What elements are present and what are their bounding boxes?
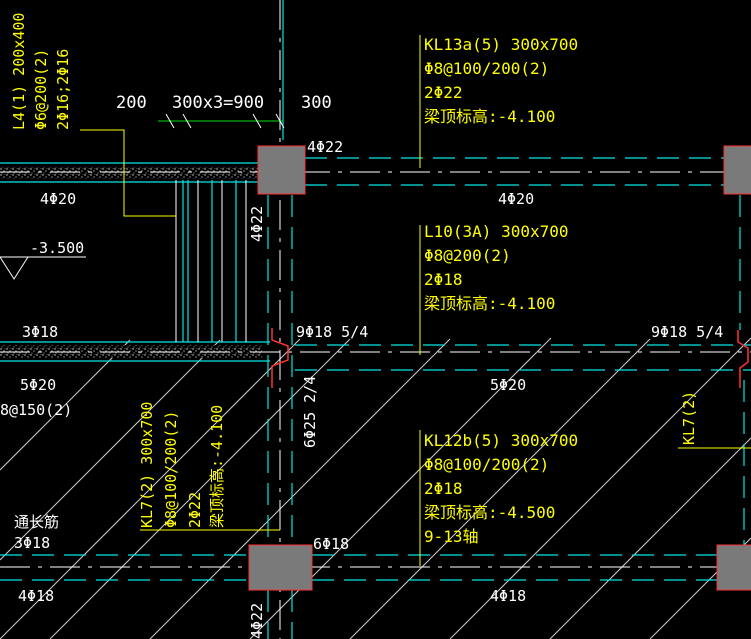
label-top-4d22: 4Φ22 [307,138,343,156]
columns [248,145,751,591]
l4-line1: L4(1) 200x400 [10,13,28,130]
label-through-bar: 通长筋 [14,513,59,531]
label-bot-mid-4d18: 4Φ18 [490,587,526,605]
kl7-left-line3: 2Φ22 [186,492,204,528]
kl12b-line3: 2Φ18 [424,479,463,498]
column-top [257,145,306,195]
label-bot-left-4d18: 4Φ18 [18,587,54,605]
break-markers [271,328,749,388]
kl13a-line2: Φ8@100/200(2) [424,59,549,78]
elevation-marker [0,256,86,280]
beam-label-kl12b: KL12b(5) 300x700 Φ8@100/200(2) 2Φ18 梁顶标高… [424,431,578,546]
dimension-labels: 200 300x3=900 300 [116,93,332,113]
beam-label-l4: L4(1) 200x400 Φ6@200(2) 2Φ16;2Φ16 [10,13,72,130]
dim-200: 200 [116,93,147,113]
l10-line1: L10(3A) 300x700 [424,222,569,241]
l10-line2: Φ8@200(2) [424,246,511,265]
kl12b-line1: KL12b(5) 300x700 [424,431,578,450]
slab-diagonal-hatch [0,337,751,639]
l4-line2: Φ6@200(2) [32,49,50,130]
label-vert-4d22: 4Φ22 [248,206,266,242]
label-mid-4d20: 4Φ20 [498,190,534,208]
label-left-3d18: 3Φ18 [22,323,58,341]
label-bot-6d18: 6Φ18 [313,535,349,553]
label-through-3d18: 3Φ18 [14,534,50,552]
label-left-4d20: 4Φ20 [40,190,76,208]
label-elevation: -3.500 [30,239,84,257]
dimension-line [158,113,285,129]
kl12b-line5: 9-13轴 [424,527,479,546]
leader-lines [80,35,751,566]
l10-line4: 梁顶标高:-4.100 [424,294,555,313]
label-left-5d20: 5Φ20 [20,376,56,394]
rebar-labels: 4Φ22 4Φ20 4Φ20 4Φ22 -3.500 3Φ18 9Φ18 5/4… [0,138,723,639]
beam-label-l10: L10(3A) 300x700 Φ8@200(2) 2Φ18 梁顶标高:-4.1… [424,222,569,313]
label-vert-6d25: 6Φ25 2/4 [301,376,319,448]
l10-line3: 2Φ18 [424,270,463,289]
l4-line3: 2Φ16;2Φ16 [54,49,72,130]
kl13a-line4: 梁顶标高:-4.100 [424,107,555,126]
kl12b-line2: Φ8@100/200(2) [424,455,549,474]
beam-label-kl13a: KL13a(5) 300x700 Φ8@100/200(2) 2Φ22 梁顶标高… [424,35,578,126]
beam-hatch-strip-top [0,167,258,179]
label-mid-9d18: 9Φ18 5/4 [296,323,368,341]
label-left-stirrup: 8@150(2) [0,401,72,419]
dim-900: 300x3=900 [172,93,264,113]
label-mid-5d20: 5Φ20 [490,376,526,394]
beam-label-kl7-right: KL7(2) [680,391,698,445]
beam-hatch-strip-mid [0,345,262,358]
kl13a-line3: 2Φ22 [424,83,463,102]
beam-label-kl7-left: KL7(2) 300x700 Φ8@100/200(2) 2Φ22 梁顶标高:-… [138,402,226,528]
kl7-right-line1: KL7(2) [680,391,698,445]
column-top-right [723,145,751,195]
label-bot-vert-4d22: 4Φ22 [248,603,266,639]
dim-300: 300 [301,93,332,113]
kl7-left-line2: Φ8@100/200(2) [162,411,180,528]
label-right-9d18: 9Φ18 5/4 [651,323,723,341]
column-bottom-right [716,544,751,591]
kl13a-line1: KL13a(5) 300x700 [424,35,578,54]
kl12b-line4: 梁顶标高:-4.500 [424,503,555,522]
kl7-left-line4: 梁顶标高:-4.100 [208,405,226,528]
column-bottom [248,544,313,591]
kl7-left-line1: KL7(2) 300x700 [138,402,156,528]
